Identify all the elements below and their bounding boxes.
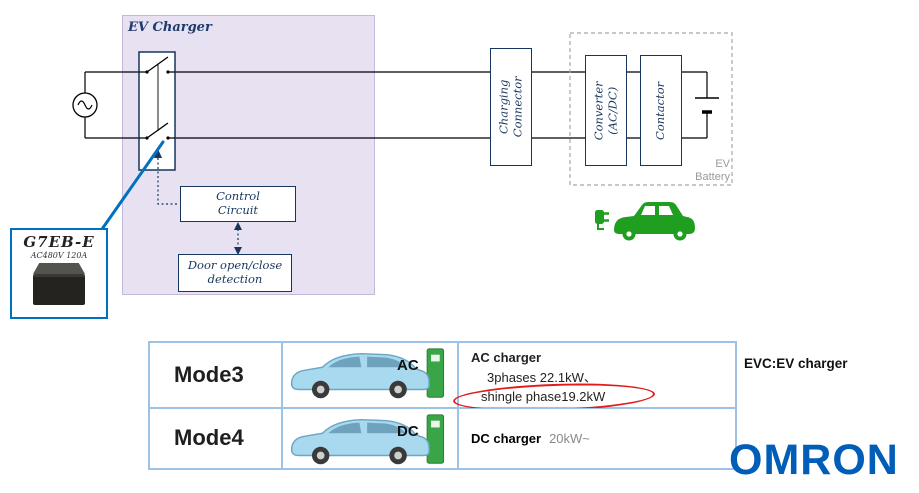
ac-car-image: [290, 348, 445, 399]
mode4-plug-type: DC: [397, 422, 419, 440]
door-detection-box: Door open/close detection: [178, 254, 292, 292]
converter-box: Converter (AC/DC): [585, 55, 627, 166]
control-circuit-box: Control Circuit: [180, 186, 296, 222]
relay-rating: AC480V 120A: [30, 251, 88, 260]
mode4-image-cell: DC: [282, 407, 458, 469]
mode4-title: DC charger: [471, 430, 542, 446]
contactor-label: Contactor: [653, 81, 668, 140]
door-detection-label-line2: detection: [207, 272, 263, 286]
control-circuit-label-line1: Control: [216, 189, 260, 204]
ev-battery-dashed-box: [569, 32, 733, 186]
relay-pointer-line: [98, 140, 165, 234]
relay-callout-box: G7EB-E AC480V 120A: [10, 228, 108, 319]
mode4-cell: Mode4: [149, 407, 282, 469]
mode3-plug-type: AC: [397, 357, 419, 374]
ev-charger-region-title: EV Charger: [128, 20, 212, 35]
ev-battery-label: EV Battery: [695, 158, 730, 183]
mode4-description-cell: DC charger 20kW~: [458, 407, 736, 469]
charging-connector-box: Charging Connector: [490, 48, 532, 166]
control-signal-arrows: [154, 149, 242, 255]
converter-label-line1: Converter: [591, 81, 606, 140]
relay-model: G7EB-E: [23, 233, 95, 251]
ev-car-icon: [595, 202, 695, 241]
charging-connector-label-line2: Connector: [510, 76, 525, 138]
mode3-title: AC charger: [471, 350, 542, 365]
control-circuit-label-line2: Circuit: [217, 203, 259, 217]
mode3-label: Mode3: [174, 361, 244, 387]
mode3-spec1: 3phases 22.1kW、: [487, 369, 597, 385]
charging-connector-label-line1: Charging: [496, 79, 511, 135]
mode3-cell: Mode3: [149, 342, 282, 408]
power-wires: [85, 71, 708, 139]
relay-image-top-face: [33, 263, 85, 274]
relay-product-image: [33, 263, 85, 307]
mode3-image-cell: AC: [282, 342, 458, 408]
contactor-box: Contactor: [640, 55, 682, 166]
mode4-label: Mode4: [174, 425, 244, 451]
mode3-description-cell: AC charger 3phases 22.1kW、 shingle phase…: [452, 342, 736, 415]
omron-logo: OMRON: [729, 436, 899, 484]
mode3-spec2: shingle phase19.2kW: [481, 389, 606, 404]
battery-symbol: [695, 97, 719, 114]
ac-source-icon: [72, 72, 98, 138]
charging-mode-table: Mode3 AC AC charger 3phases 22.1kW、 shin…: [148, 341, 737, 470]
converter-label-line2: (AC/DC): [605, 86, 620, 135]
dc-car-image: [290, 413, 445, 464]
door-detection-label-line1: Door open/close: [187, 258, 283, 273]
mode4-spec: 20kW~: [549, 430, 590, 446]
relay-image-body: [33, 274, 85, 305]
evc-abbreviation-note: EVC:EV charger: [744, 356, 848, 371]
